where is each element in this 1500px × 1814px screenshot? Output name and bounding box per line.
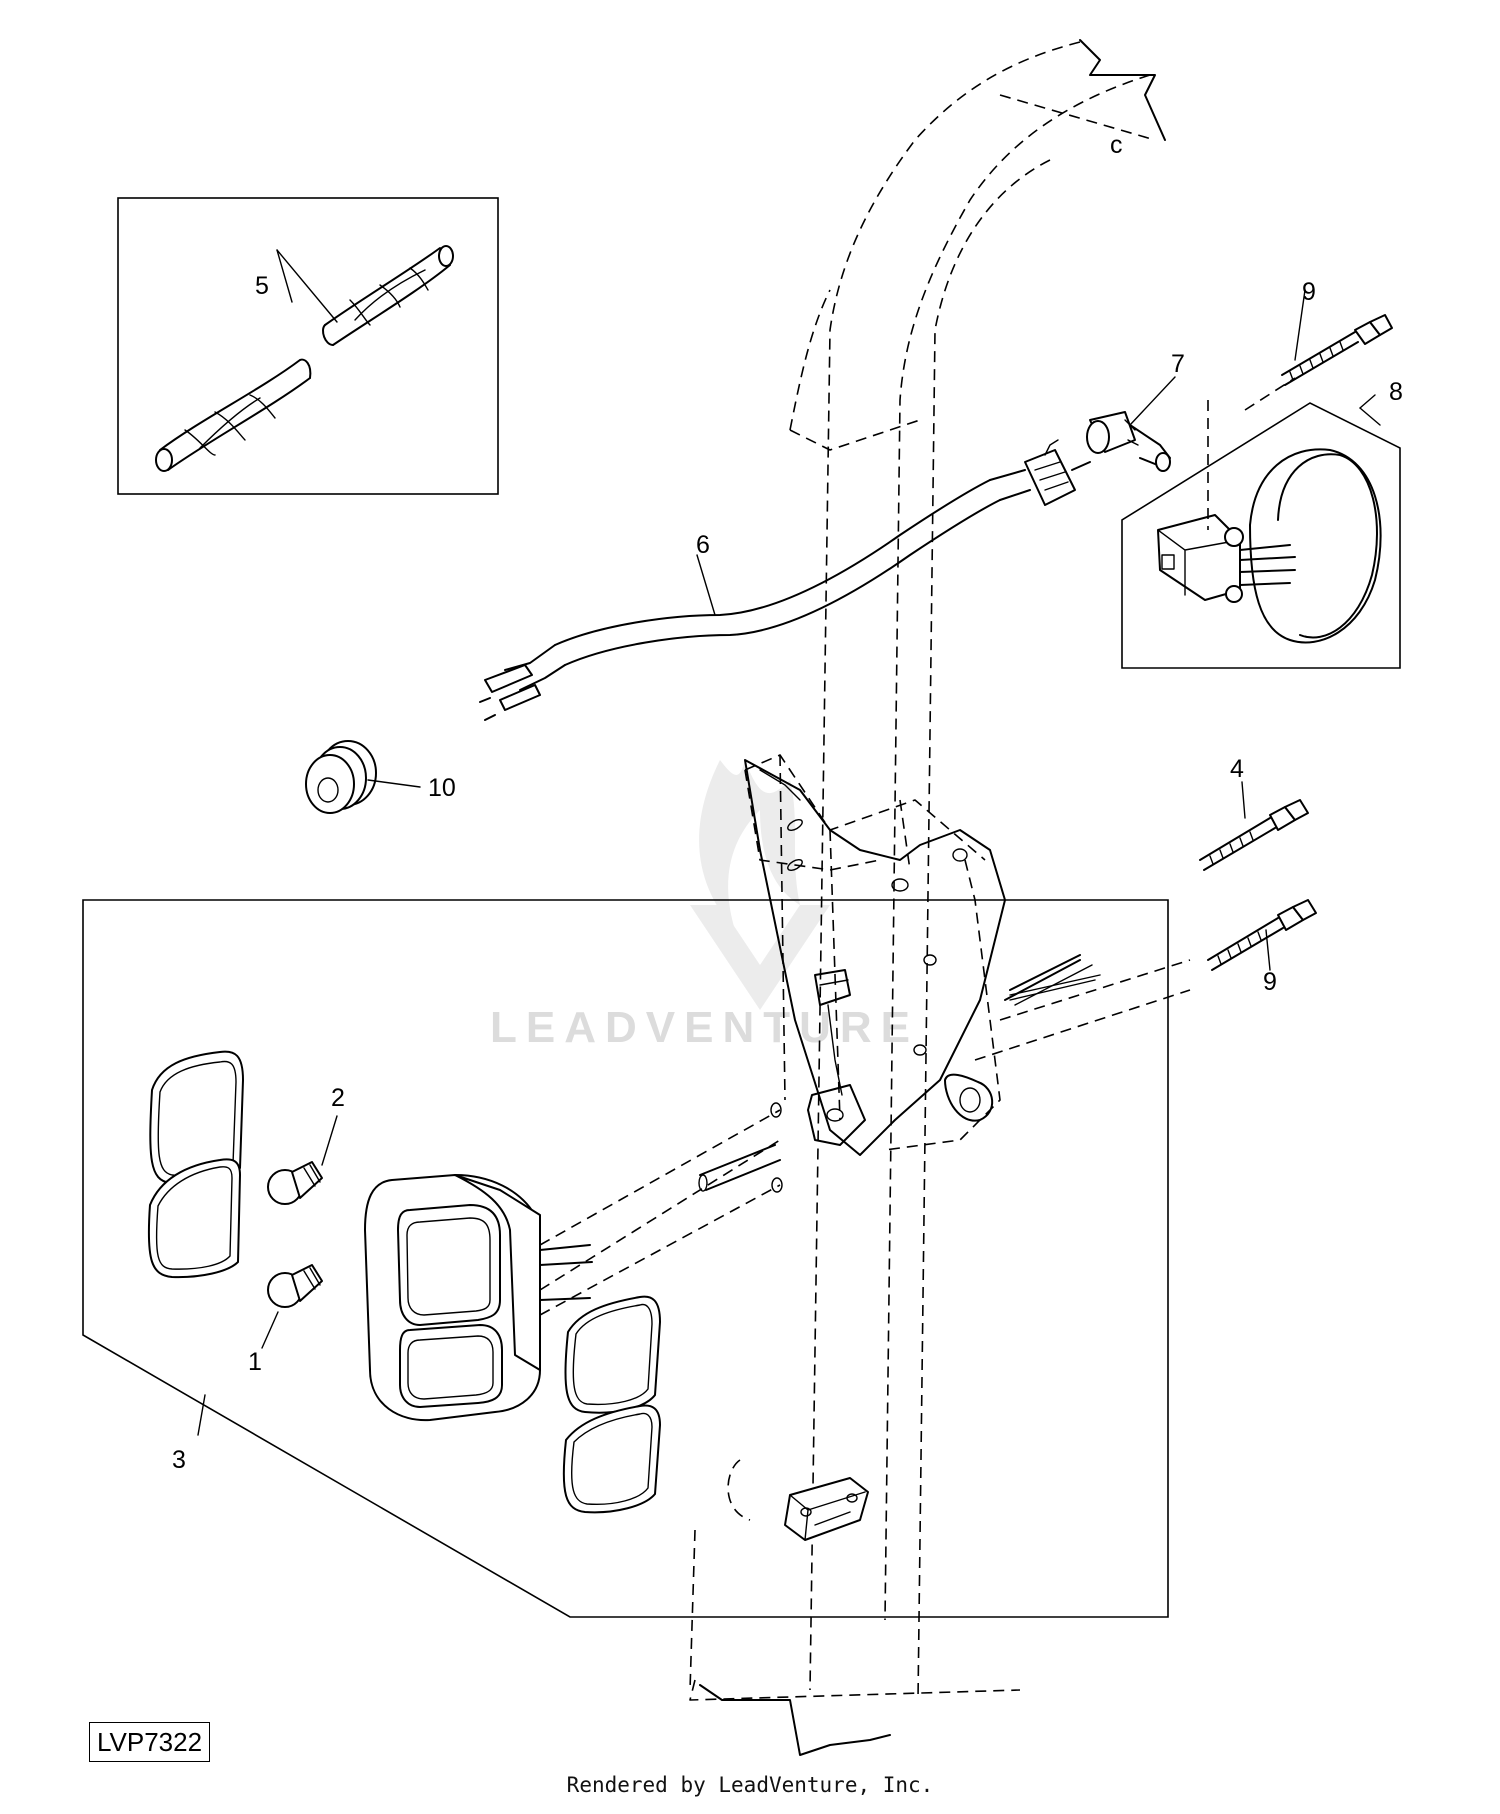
lens-pair-left bbox=[147, 1050, 244, 1279]
callout-label: 7 bbox=[1171, 350, 1185, 378]
grommet bbox=[305, 740, 421, 814]
watermark: LEADVENTURE bbox=[490, 760, 919, 1052]
inset-box-work-light bbox=[1121, 400, 1401, 669]
tail-light-assembly-box bbox=[82, 899, 1169, 1618]
footer-credit: Rendered by LeadVenture, Inc. bbox=[566, 1773, 934, 1797]
lens-pair-right bbox=[562, 1295, 661, 1514]
tail-light-housing bbox=[364, 1174, 593, 1422]
callout-leaders bbox=[197, 289, 1376, 1436]
callout-label: 1 bbox=[248, 1348, 262, 1376]
mounting-pins bbox=[539, 1102, 783, 1316]
callout-label: 9 bbox=[1302, 278, 1316, 306]
screw-top bbox=[1244, 314, 1393, 411]
bulb-1 bbox=[267, 1264, 323, 1308]
callout-label: 3 bbox=[172, 1446, 186, 1474]
cab-frame-post: c bbox=[689, 39, 1166, 1756]
callout-label: 4 bbox=[1230, 755, 1244, 783]
callout-label: 2 bbox=[331, 1084, 345, 1112]
callout-label: 6 bbox=[696, 531, 710, 559]
bulb-socket bbox=[1086, 411, 1171, 472]
wiring-harness bbox=[479, 439, 1091, 721]
screw-lower bbox=[1207, 899, 1317, 971]
harness-clip bbox=[784, 1477, 869, 1541]
svg-text:c: c bbox=[1110, 131, 1123, 159]
watermark-text: LEADVENTURE bbox=[490, 1003, 919, 1052]
callout-label: 5 bbox=[255, 272, 269, 300]
inset-box-sleeve bbox=[117, 197, 499, 495]
callout-label: 8 bbox=[1389, 378, 1403, 406]
callout-label: 10 bbox=[428, 774, 456, 802]
callout-label: 9 bbox=[1263, 968, 1277, 996]
watermark-flame-logo bbox=[690, 760, 830, 1010]
bulb-2 bbox=[267, 1161, 323, 1205]
bracket-wires bbox=[974, 954, 1191, 1061]
callout-labels: 1 2 3 4 5 6 7 8 9 9 10 bbox=[172, 272, 1403, 1474]
screw-middle bbox=[1199, 799, 1309, 871]
drawing-id-label: LVP7322 bbox=[89, 1722, 211, 1762]
